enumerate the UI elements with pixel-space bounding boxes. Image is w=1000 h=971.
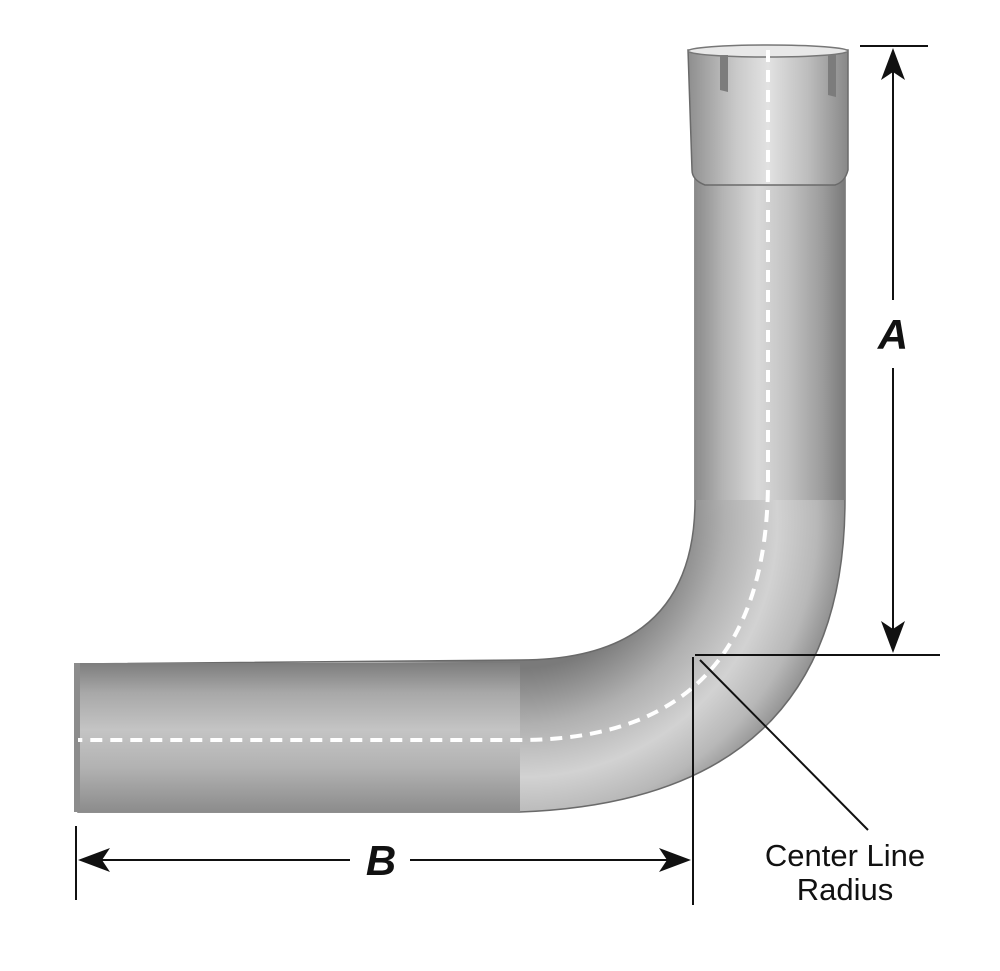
dimension-b-label: B: [366, 837, 396, 884]
dimension-a-arrow-down: [881, 621, 905, 653]
pipe-left-end: [74, 663, 80, 812]
collar-slot-left: [720, 55, 728, 92]
dimension-b-arrow-left: [78, 848, 110, 872]
pipe-horizontal-leg: [78, 663, 520, 812]
collar-slot-right: [828, 55, 836, 97]
dimension-a: A: [695, 45, 940, 656]
callout-leader-line: [699, 659, 869, 831]
dimension-a-arrow-up: [881, 48, 905, 80]
dimension-b-arrow-right: [659, 848, 691, 872]
pipe-centerline: [78, 50, 770, 742]
callout-label-line1: Center Line: [765, 838, 925, 873]
callout-label-line2: Radius: [797, 872, 894, 907]
pipe-bend-section: [77, 169, 846, 813]
exhaust-pipe: [74, 44, 849, 813]
centerline-radius-callout: Center Line Radius: [699, 659, 925, 907]
dimension-b: B: [75, 657, 694, 905]
dimension-a-label: A: [877, 311, 908, 358]
